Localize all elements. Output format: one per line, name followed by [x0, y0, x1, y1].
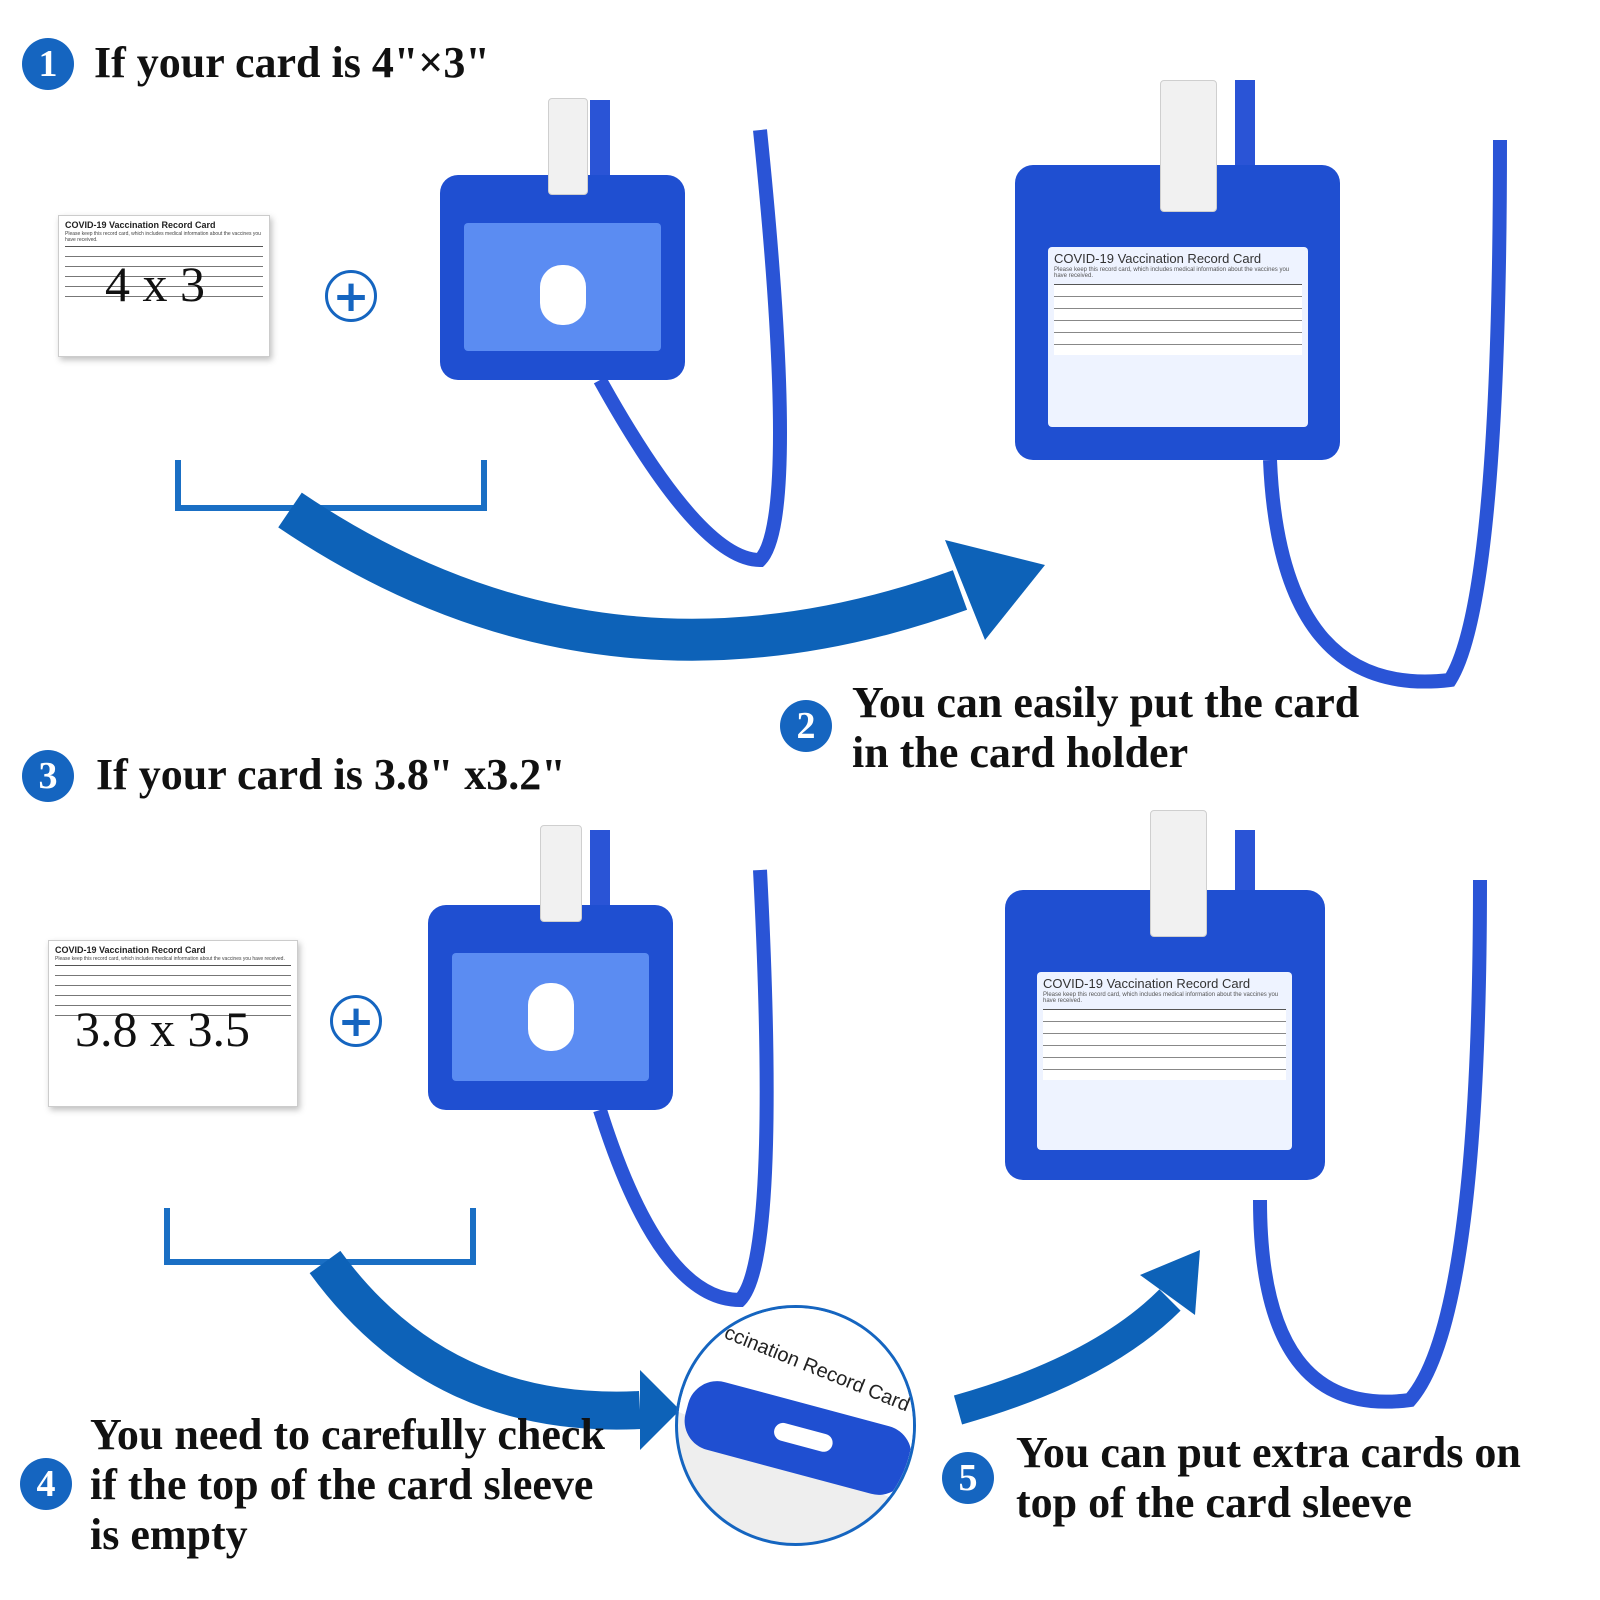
step-2-text: You can easily put the card in the card …	[852, 678, 1359, 778]
step-line: if the top of the card sleeve	[90, 1460, 594, 1509]
card-size-label: 3.8 x 3.5	[75, 1001, 250, 1057]
card-grid	[1043, 1009, 1286, 1080]
card-grid	[55, 965, 291, 1016]
card-title: COVID-19 Vaccination Record Card	[55, 945, 206, 955]
step-1-text: If your card is 4"×3"	[94, 38, 490, 88]
zoom-circle: ccination Record Card	[675, 1305, 916, 1546]
lanyard-1	[593, 129, 787, 568]
step-line: is empty	[90, 1510, 248, 1559]
step-number-badge: 2	[780, 700, 832, 752]
plus-icon: +	[325, 270, 377, 322]
step-3-text: If your card is 3.8" x3.2"	[96, 750, 566, 800]
step-line: You can put extra cards on	[1016, 1428, 1521, 1477]
card-title: COVID-19 Vaccination Record Card	[65, 220, 216, 230]
card-note: Please keep this record card, which incl…	[65, 231, 261, 243]
step-number-badge: 4	[20, 1458, 72, 1510]
card-title: COVID-19 Vaccination Record Card	[1054, 251, 1262, 266]
arrow-top-head	[945, 540, 1045, 640]
card-note: Please keep this record card, which incl…	[1054, 267, 1290, 279]
vaccination-card-large: COVID-19 Vaccination Record Card Please …	[48, 940, 298, 1107]
plus-icon: +	[330, 995, 382, 1047]
step-line: If your card is 4"×3"	[94, 38, 490, 87]
lanyard-clip	[1160, 80, 1217, 212]
step-number-badge: 3	[22, 750, 74, 802]
arrow-bottom-right	[953, 1289, 1181, 1425]
inserted-card: COVID-19 Vaccination Record Card Please …	[1048, 247, 1308, 427]
step-line: You can easily put the card	[852, 678, 1360, 727]
card-title: COVID-19 Vaccination Record Card	[1043, 976, 1251, 991]
step-line: top of the card sleeve	[1016, 1478, 1412, 1527]
vaccination-card-small: COVID-19 Vaccination Record Card Please …	[58, 215, 270, 357]
card-note: Please keep this record card, which incl…	[1043, 992, 1279, 1004]
bracket-bottom	[164, 1208, 476, 1265]
step-number-badge: 1	[22, 38, 74, 90]
card-holder	[440, 175, 685, 380]
inserted-card: COVID-19 Vaccination Record Card Please …	[1037, 972, 1292, 1150]
holder-slot	[528, 983, 574, 1051]
arrow-bottom-right-head	[1140, 1250, 1200, 1315]
step-number-badge: 5	[942, 1452, 994, 1504]
bracket-top	[175, 460, 487, 511]
lanyard-clip	[548, 98, 588, 195]
lanyard-clip	[540, 825, 582, 922]
card-grid	[65, 246, 263, 297]
step-line: You need to carefully check	[90, 1410, 605, 1459]
step-5-text: You can put extra cards on top of the ca…	[1016, 1428, 1521, 1528]
lanyard-clip	[1150, 810, 1207, 937]
card-holder	[428, 905, 673, 1110]
step-4-text: You need to carefully check if the top o…	[90, 1410, 605, 1560]
card-note: Please keep this record card, which incl…	[55, 956, 285, 962]
card-holder-filled: COVID-19 Vaccination Record Card Please …	[1005, 890, 1325, 1180]
card-grid	[1054, 284, 1302, 355]
lanyard-3	[593, 869, 774, 1308]
arrow-bottom-left	[309, 1250, 641, 1430]
step-line: in the card holder	[852, 728, 1189, 777]
card-holder-filled: COVID-19 Vaccination Record Card Please …	[1015, 165, 1340, 460]
lanyard-2	[1263, 139, 1507, 689]
step-line: If your card is 3.8" x3.2"	[96, 750, 566, 799]
lanyard-4	[1253, 879, 1487, 1409]
arrow-top	[278, 492, 968, 661]
holder-slot	[540, 265, 586, 325]
arrow-bottom-left-head	[640, 1370, 680, 1450]
card-size-label: 4 x 3	[105, 256, 205, 312]
